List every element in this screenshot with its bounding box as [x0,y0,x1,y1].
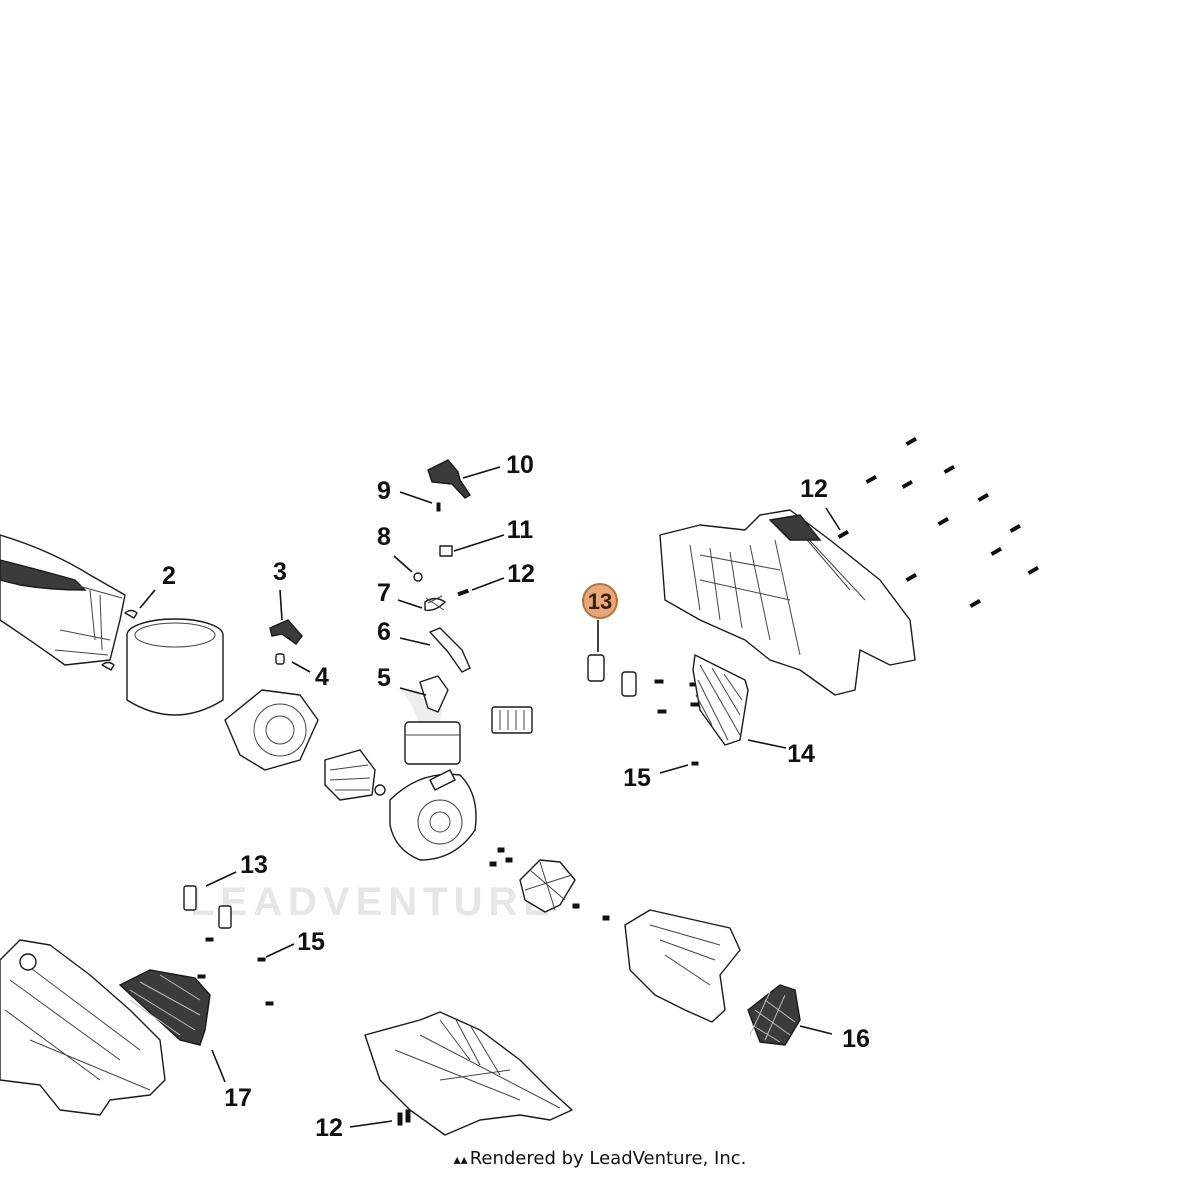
callout-labels: 2 3 4 5 6 7 8 9 10 11 12 12 14 15 13 15 … [162,451,870,1142]
callout-label: 3 [273,558,287,586]
impeller-housing [389,769,477,861]
leader-lines [139,466,841,1128]
callout-label: 8 [377,523,391,551]
motor [324,749,386,801]
callout-label: 9 [377,477,391,505]
bracket-13-upper [587,654,637,697]
housing-lower-center [364,1011,573,1136]
grille-16 [747,984,801,1046]
switch-parts [404,459,533,765]
trigger-lock [269,619,303,665]
callout-label: 5 [377,664,391,692]
callout-label: 16 [842,1025,870,1053]
callout-label: 17 [224,1084,252,1112]
callout-label: 2 [162,562,176,590]
highlight-circle [582,583,618,619]
fan-cylinder [126,618,224,716]
callout-label: 6 [377,618,391,646]
grille-17 [118,969,211,1046]
callout-label: 13 [240,851,268,879]
nozzle-tube [0,534,126,666]
callout-label: 4 [315,663,329,691]
fan-housing [224,689,319,771]
callout-label: 13 [588,589,612,614]
callout-label: 11 [507,516,534,544]
callout-label: 15 [623,764,651,792]
callout-label: 12 [800,475,828,503]
callout-label: 7 [377,579,391,607]
housing-lower-left [0,939,166,1116]
bracket-13-lower [183,885,232,929]
callout-label: 10 [506,451,534,479]
callout-label: 15 [297,928,325,956]
callout-label: 12 [315,1114,343,1142]
callout-label: 14 [787,740,815,768]
screws [197,436,1040,1126]
impeller-fan [519,859,576,913]
footer-text: Rendered by LeadVenture, Inc. [469,1148,747,1169]
leadventure-logo-icon: ▴▴ [453,1152,468,1168]
air-duct [624,909,741,1023]
grille-14 [692,654,749,746]
watermark-text: LEADVENTURE [190,880,556,924]
footer: ▴▴Rendered by LeadVenture, Inc. [0,1148,1200,1169]
callout-13-highlighted[interactable]: 13 [582,583,618,619]
housing-right [659,509,916,696]
clip-parts [101,609,138,671]
callout-label: 12 [507,560,535,588]
